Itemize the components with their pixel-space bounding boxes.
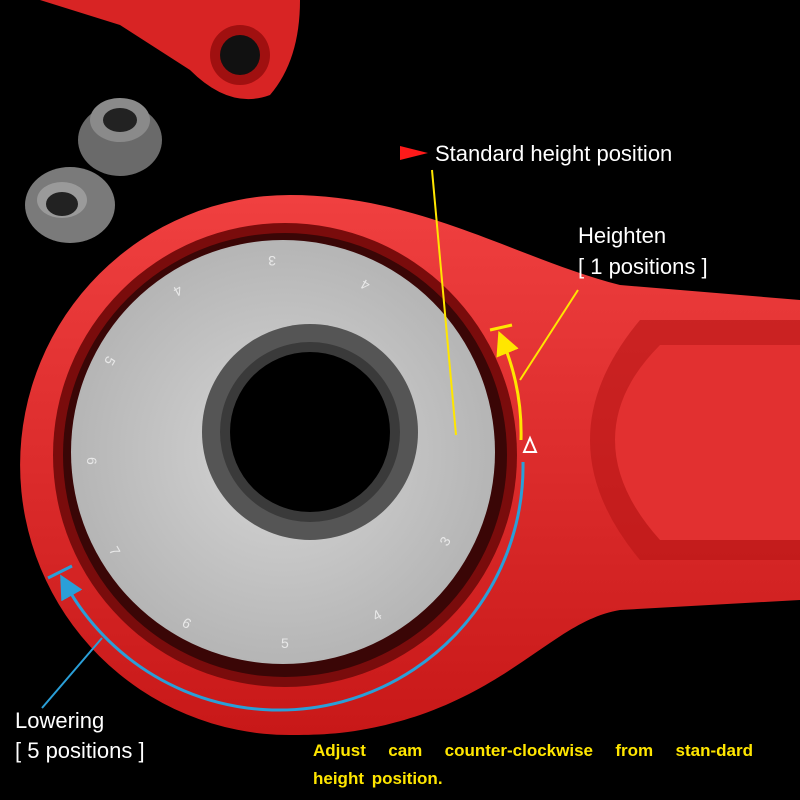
- lowering-arc-arrow: [60, 461, 525, 712]
- svg-text:5: 5: [281, 635, 289, 651]
- heighten-count: [ 1 positions ]: [578, 254, 708, 279]
- lowering-end-tick: [47, 564, 73, 580]
- heighten-leader-line: [519, 289, 579, 381]
- heighten-end-tick: [489, 323, 513, 332]
- instruction-note: Adjust cam counter-clockwise from stan-d…: [313, 741, 753, 788]
- lowering-leader-line: [41, 637, 103, 709]
- cam-hole: [230, 352, 390, 512]
- lowering-label: Lowering: [15, 708, 105, 733]
- lowering-count: [ 5 positions ]: [15, 738, 145, 763]
- heighten-arc-arrow: [496, 330, 523, 441]
- top-arm-part: [40, 0, 300, 100]
- standard-height-label: Standard height position: [435, 141, 673, 166]
- cam-arm: [20, 195, 800, 735]
- standard-leader-line: [431, 169, 457, 436]
- svg-text:3: 3: [268, 253, 276, 269]
- svg-text:6: 6: [84, 457, 100, 465]
- standard-marker-flag-icon: [400, 146, 428, 160]
- heighten-label: Heighten: [578, 223, 667, 248]
- collar-nuts: [25, 98, 162, 243]
- index-triangle-icon: [522, 435, 538, 453]
